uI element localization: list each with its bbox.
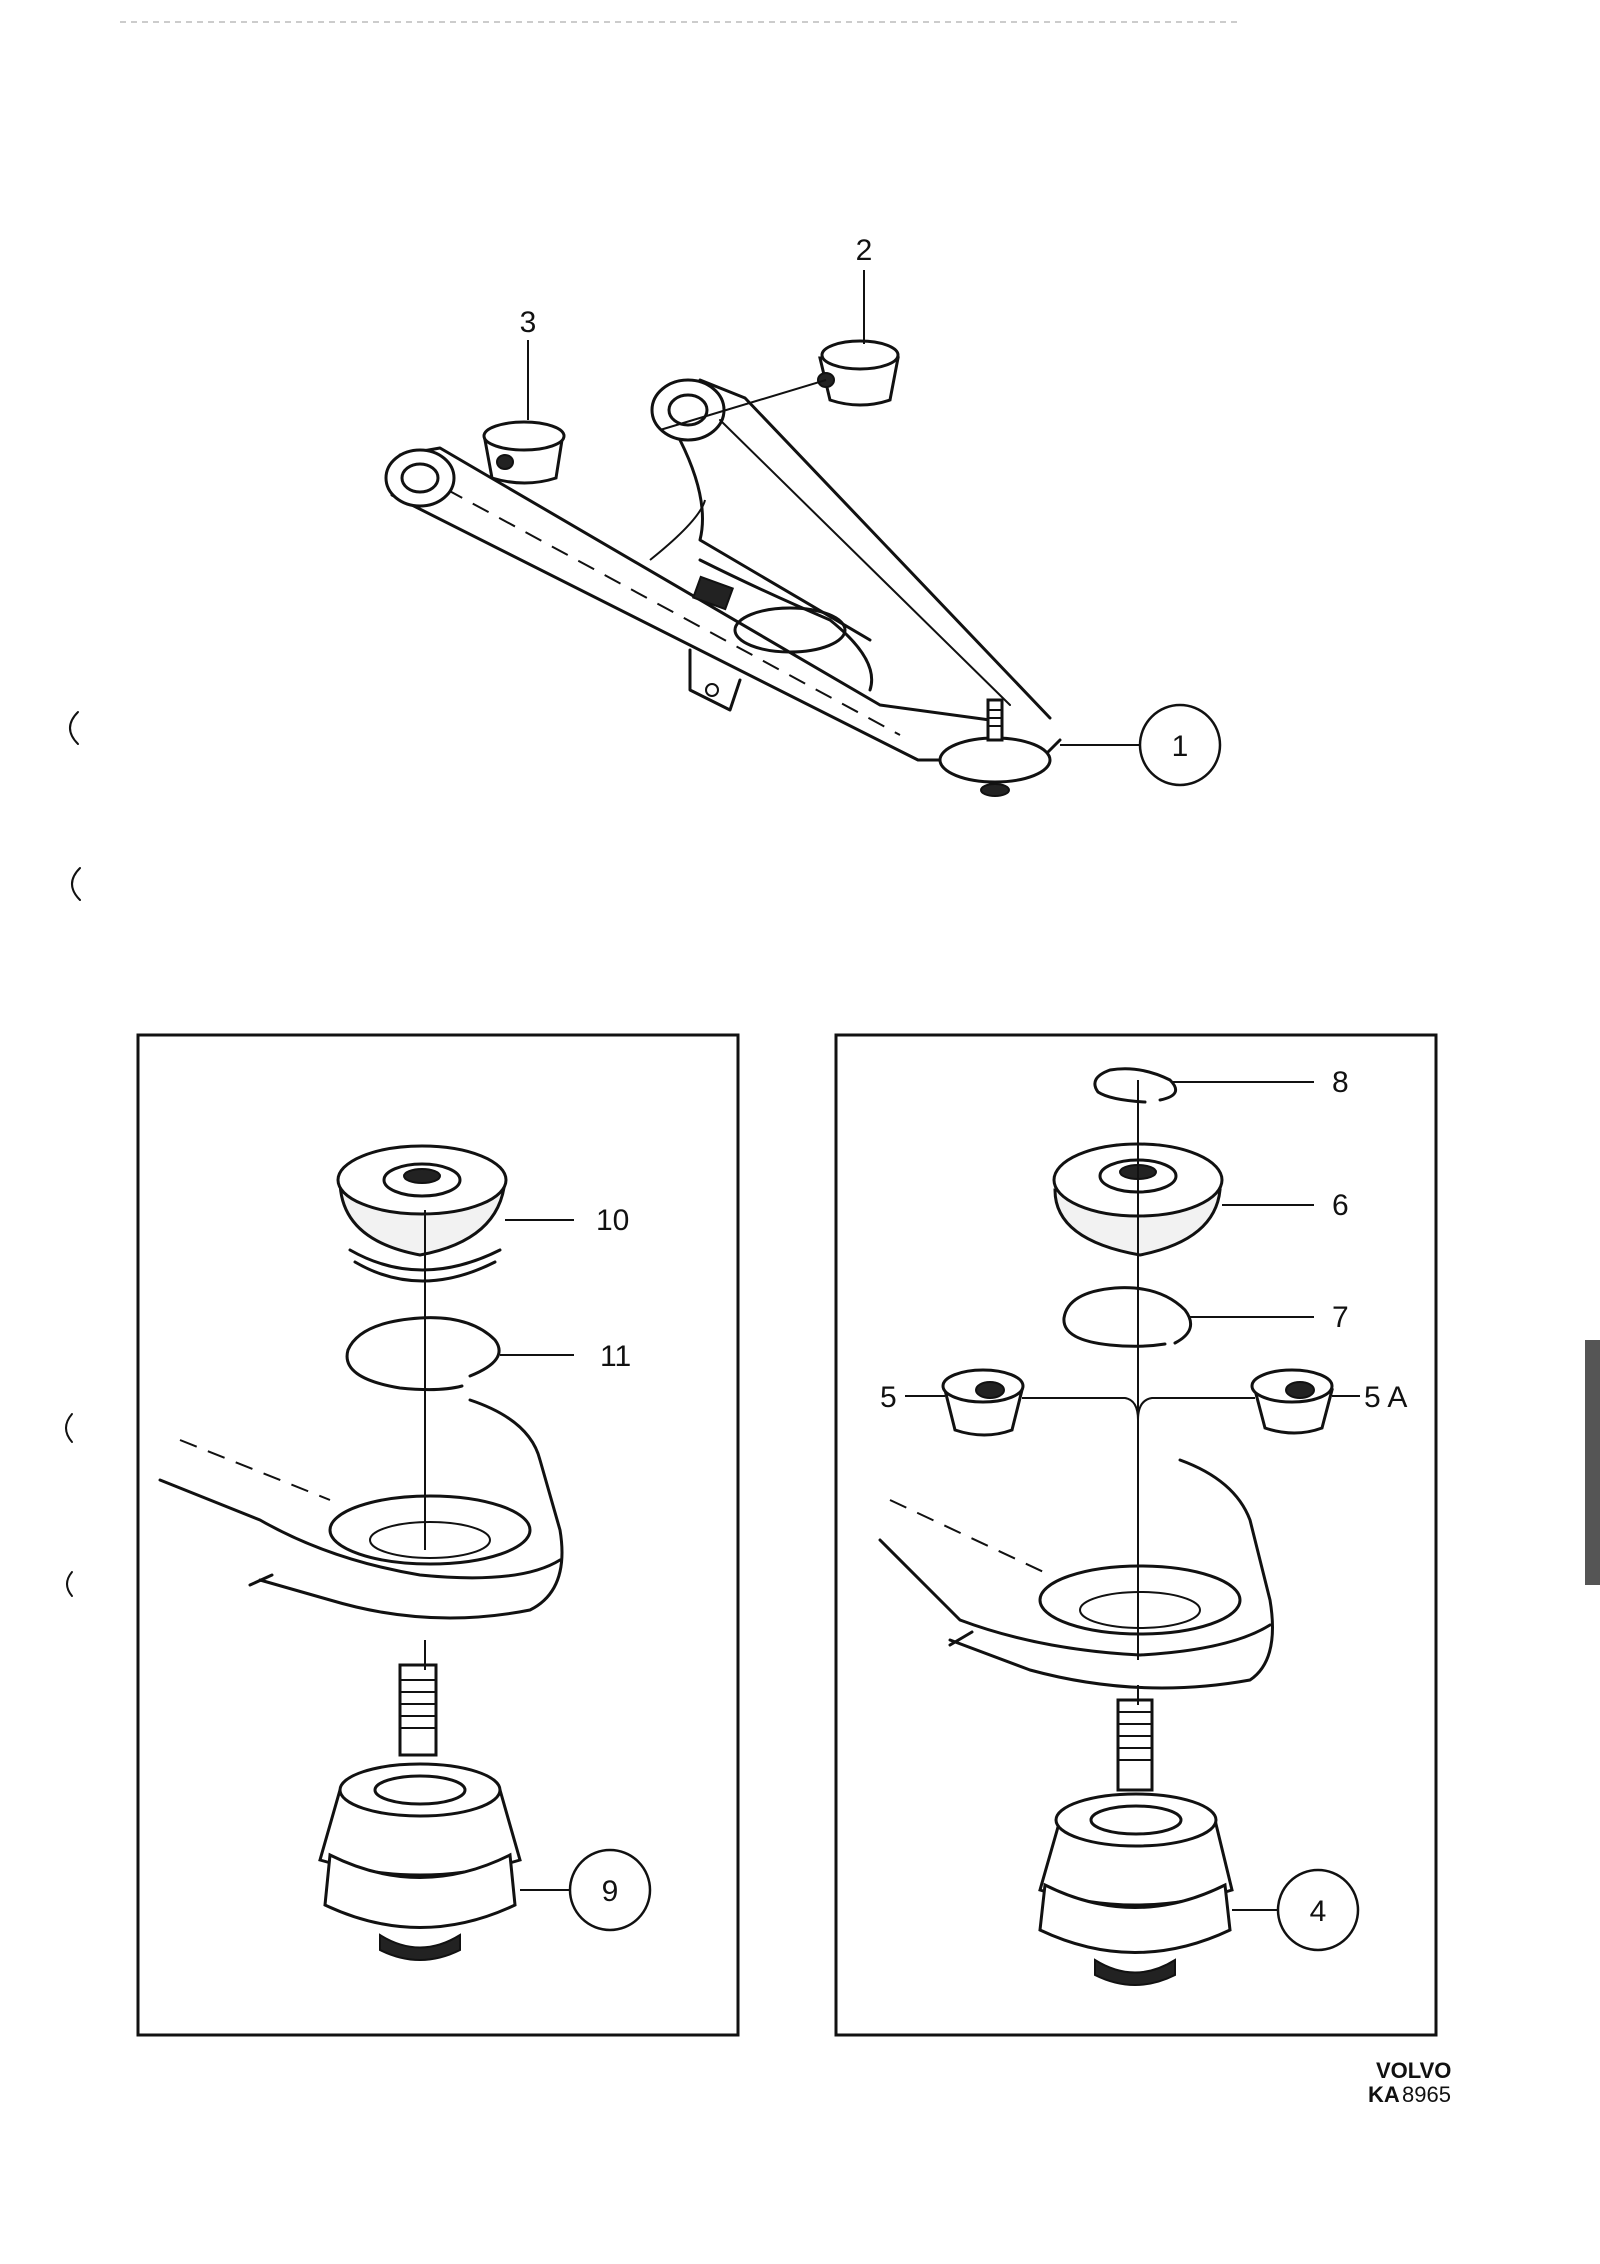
callout-3-label: 3 [520,306,537,339]
arm-cup-right [878,1458,1274,1690]
control-arm [384,378,1062,797]
bushing-2 [659,339,900,431]
callout-3: 3 [520,306,537,420]
callout-5-label: 5 [880,1381,897,1414]
callout-4: 4 [1232,1868,1360,1952]
callout-2: 2 [856,234,873,344]
callout-10: 10 [505,1204,629,1237]
panel-right: 8 6 7 5 5 A 4 [834,1033,1438,2037]
callout-5: 5 [880,1381,945,1414]
callout-2-label: 2 [856,234,873,267]
binder-marks [65,711,81,1597]
brand-code-prefix: KA [1368,2082,1400,2107]
part-5-bushing [941,1368,1025,1437]
callout-5a: 5 A [1332,1381,1407,1414]
callout-7: 7 [1190,1301,1349,1334]
part-9-ball-joint [318,1663,522,1961]
callout-10-label: 10 [596,1204,629,1237]
part-10-bump-stop [336,1144,508,1283]
part-5a-bushing [1250,1368,1334,1435]
brand-code-number: 8965 [1402,2082,1451,2107]
callout-9-label: 9 [602,1875,619,1908]
part-7-circlip [1062,1286,1193,1348]
brand-name: VOLVO [1376,2058,1451,2083]
panel-left: 10 11 9 [136,1033,740,2037]
callout-6-label: 6 [1332,1189,1349,1222]
callout-7-label: 7 [1332,1301,1349,1334]
brand-code: VOLVO KA 8965 [1368,2058,1451,2107]
callout-9: 9 [520,1848,652,1932]
callout-4-label: 4 [1310,1895,1327,1928]
part-11-circlip [345,1316,501,1392]
callout-11-label: 11 [600,1340,631,1373]
callout-6: 6 [1222,1189,1349,1222]
arm-cup-left [158,1398,564,1620]
callout-8: 8 [1172,1066,1349,1099]
bushing-3 [482,420,566,485]
part-4-ball-joint [1038,1698,1234,1986]
callout-8-label: 8 [1332,1066,1349,1099]
part-8-circlip [1093,1067,1178,1104]
callout-5a-label: 5 A [1364,1381,1407,1414]
callout-11: 11 [500,1340,631,1373]
callout-1: 1 [1060,703,1222,787]
edge-tab [1585,1340,1600,1585]
callout-1-label: 1 [1172,730,1189,763]
